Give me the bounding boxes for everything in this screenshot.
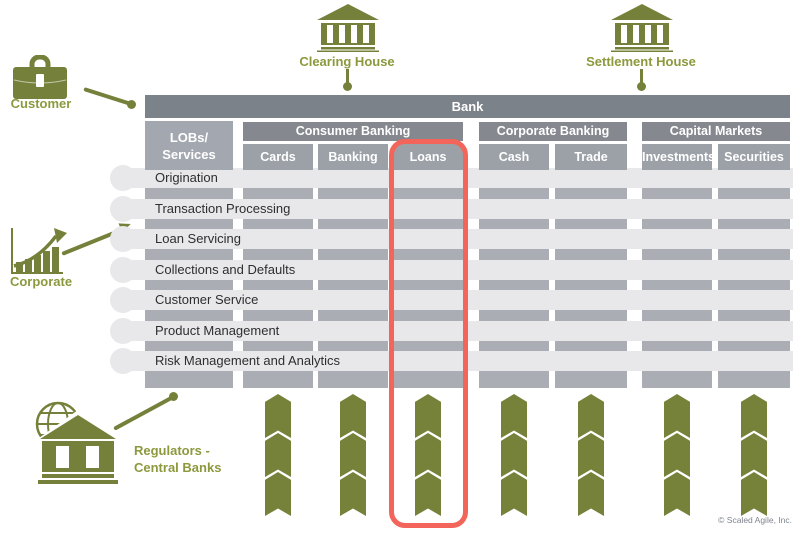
flow-arrow-loans [415, 394, 441, 516]
copyright-text: © Scaled Agile, Inc. [718, 515, 792, 525]
group-header-corporate-banking: Corporate Banking [479, 122, 627, 141]
settlement-house-connector-dot [636, 82, 646, 91]
clearing-house-connector [345, 69, 349, 84]
lobs-services-header: LOBs/ Services [145, 121, 233, 170]
settlement-house-label: Settlement House [586, 54, 696, 69]
regulators-label-line1: Regulators - [134, 443, 210, 458]
regulators-bank-globe-icon [30, 398, 124, 484]
loans-highlight-outline [389, 139, 468, 528]
flow-arrow-banking [340, 394, 366, 516]
customer-connector [83, 87, 133, 106]
customer-connector-dot [127, 100, 136, 109]
bank-header-bar: Bank [145, 95, 790, 118]
row-transaction-processing: Transaction Processing [123, 199, 793, 219]
row-customer-service: Customer Service [123, 290, 793, 310]
column-header-securities: Securities [718, 144, 790, 170]
flow-arrow-cards [265, 394, 291, 516]
flow-arrow-securities [741, 394, 767, 516]
customer-label: Customer [10, 96, 72, 111]
clearing-house-label: Clearing House [299, 54, 395, 69]
group-header-consumer-banking: Consumer Banking [243, 122, 463, 141]
lobs-line1: LOBs/ [169, 129, 209, 145]
column-header-trade: Trade [555, 144, 627, 170]
column-header-banking: Banking [318, 144, 388, 170]
column-header-cash: Cash [479, 144, 549, 170]
clearing-house-icon [317, 4, 379, 52]
group-header-capital-markets: Capital Markets [642, 122, 790, 141]
row-origination: Origination [123, 168, 793, 188]
column-header-cards: Cards [243, 144, 313, 170]
lobs-line2: Services [162, 146, 216, 162]
corporate-chart-icon [10, 224, 68, 276]
row-risk-management-and-analytics: Risk Management and Analytics [123, 351, 793, 371]
clearing-house-connector-dot [342, 82, 352, 91]
row-product-management: Product Management [123, 321, 793, 341]
regulators-label: Regulators - Central Banks [134, 442, 254, 476]
regulators-connector-dot [169, 392, 178, 401]
flow-arrow-investments [664, 394, 690, 516]
flow-arrow-cash [501, 394, 527, 516]
row-collections-and-defaults: Collections and Defaults [123, 260, 793, 280]
settlement-house-icon [611, 4, 673, 52]
regulators-connector [113, 395, 174, 431]
corporate-label: Corporate [9, 274, 73, 289]
flow-arrow-trade [578, 394, 604, 516]
row-loan-servicing: Loan Servicing [123, 229, 793, 249]
settlement-house-connector [639, 69, 643, 84]
regulators-label-line2: Central Banks [134, 460, 222, 475]
column-header-investments: Investments [642, 144, 715, 170]
customer-briefcase-icon [13, 54, 67, 99]
